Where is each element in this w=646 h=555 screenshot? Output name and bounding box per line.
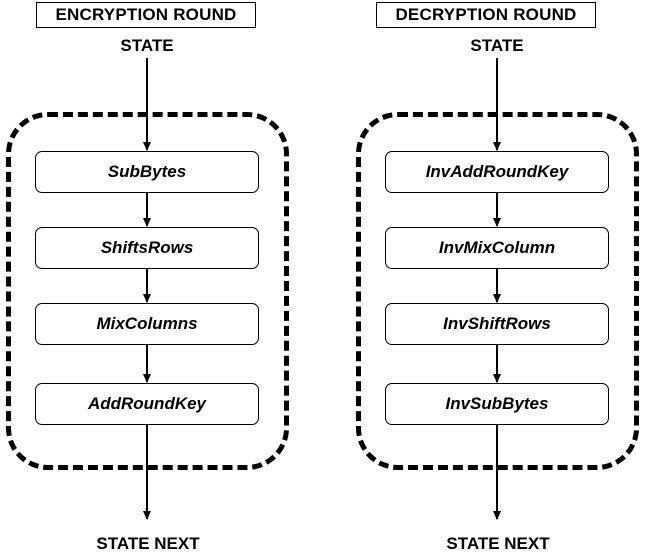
encryption-round-diagram: ENCRYPTION ROUND STATE SubBytes ShiftsRo… bbox=[0, 0, 300, 555]
encryption-flow-arrows bbox=[143, 58, 151, 520]
step-invaddroundkey: InvAddRoundKey bbox=[385, 151, 609, 193]
step-invmixcolumn: InvMixColumn bbox=[385, 227, 609, 269]
step-mixcolumns: MixColumns bbox=[35, 303, 259, 345]
decryption-flow-arrows bbox=[493, 58, 501, 520]
decryption-input-state: STATE bbox=[470, 36, 524, 55]
encryption-input-state: STATE bbox=[120, 36, 174, 55]
step-shiftsrows: ShiftsRows bbox=[35, 227, 259, 269]
decryption-round-title: DECRYPTION ROUND bbox=[376, 2, 596, 28]
step-addroundkey: AddRoundKey bbox=[35, 383, 259, 425]
encryption-round-title: ENCRYPTION ROUND bbox=[36, 2, 256, 28]
decryption-output-state: STATE NEXT bbox=[446, 534, 550, 553]
step-invshiftrows: InvShiftRows bbox=[385, 303, 609, 345]
decryption-round-diagram: DECRYPTION ROUND STATE InvAddRoundKey In… bbox=[350, 0, 646, 555]
step-invsubbytes: InvSubBytes bbox=[385, 383, 609, 425]
step-subbytes: SubBytes bbox=[35, 151, 259, 193]
encryption-output-state: STATE NEXT bbox=[96, 534, 200, 553]
